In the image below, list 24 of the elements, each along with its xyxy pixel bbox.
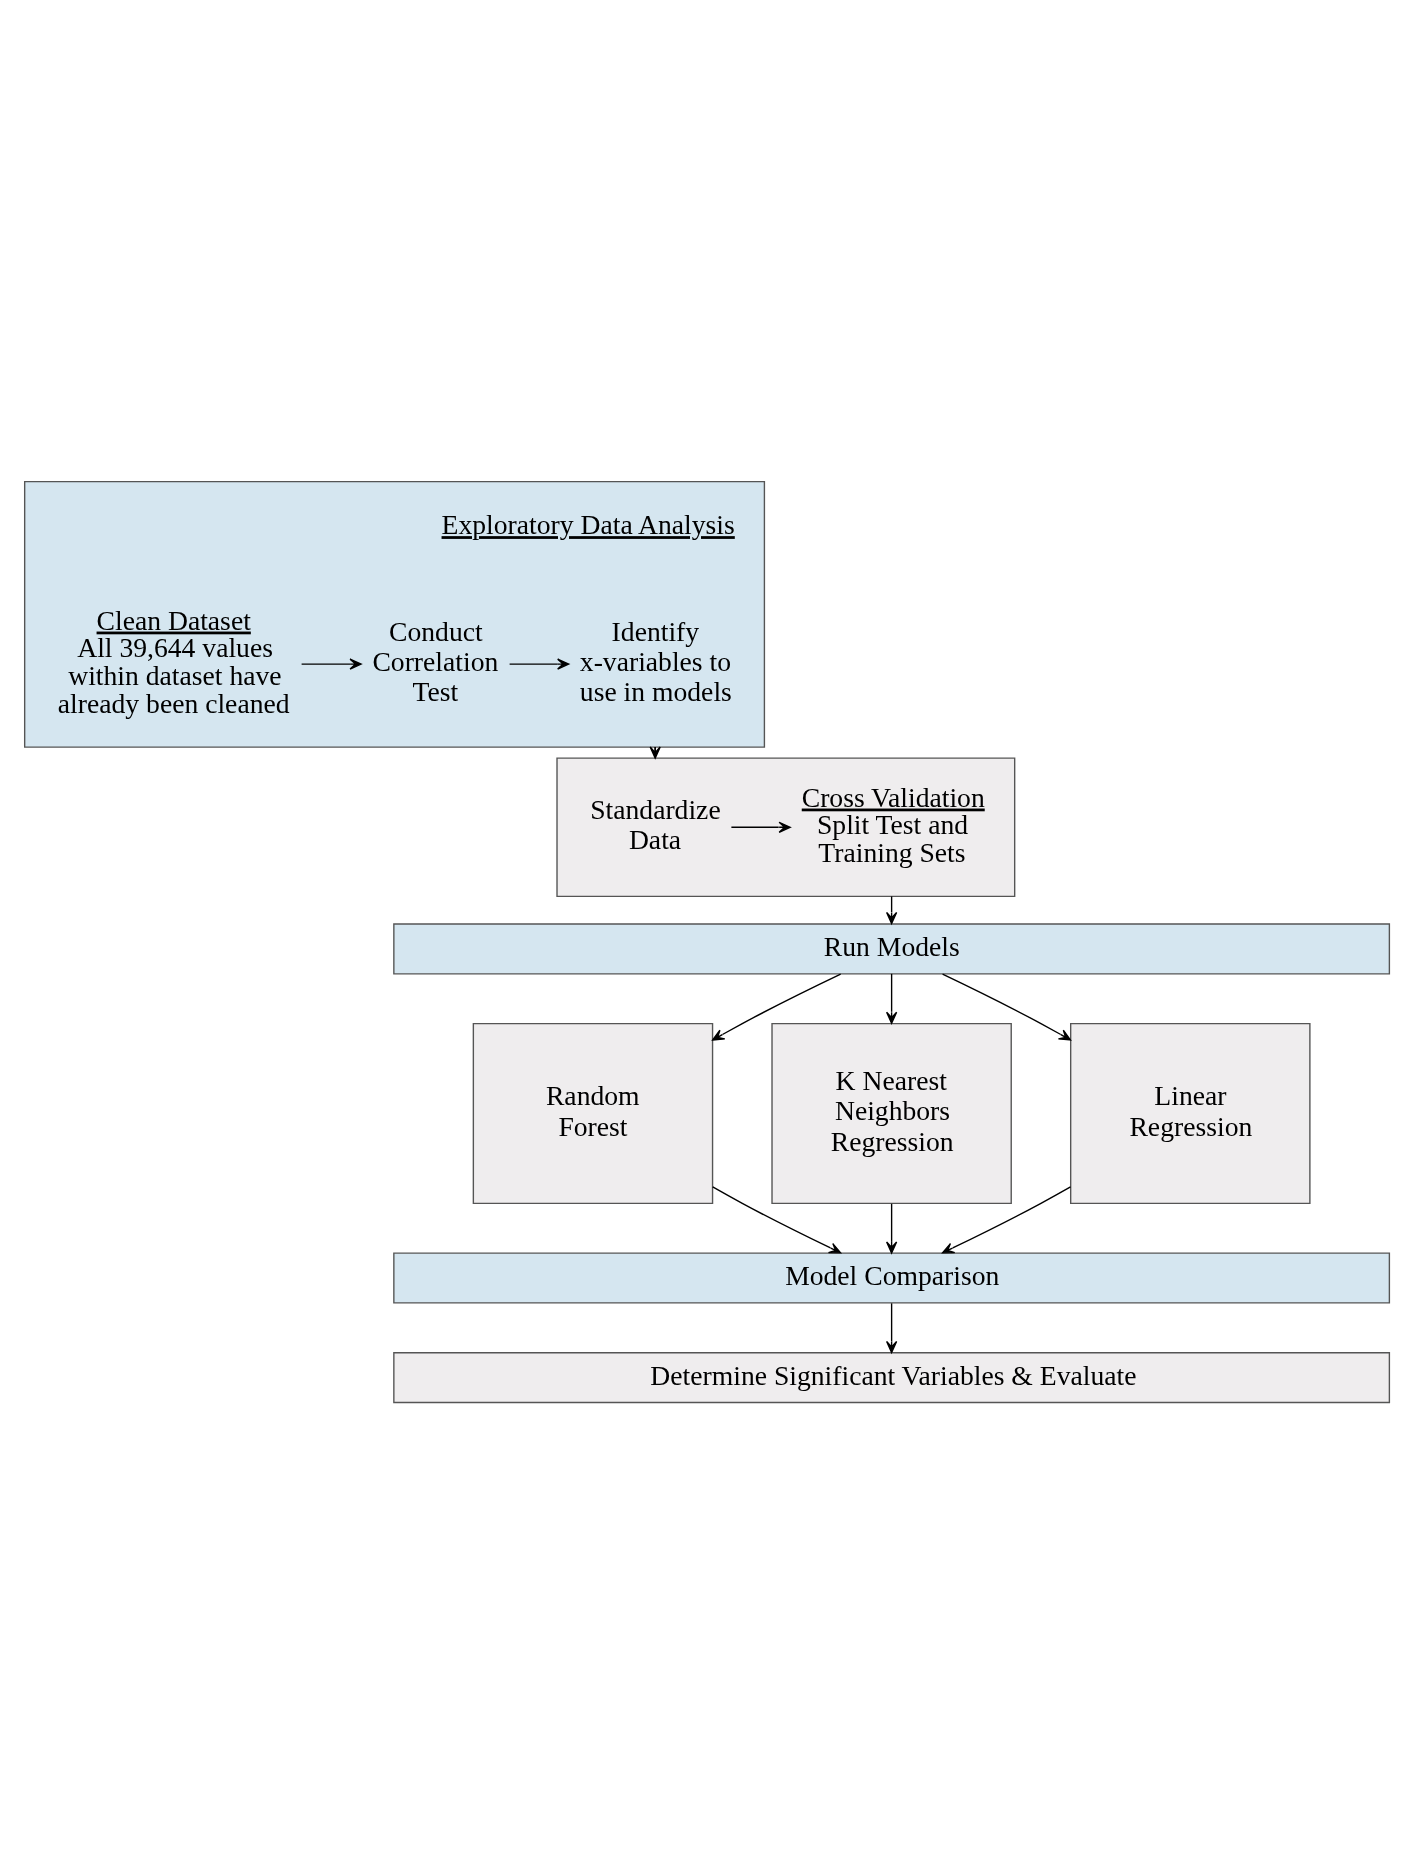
node-text: Cross Validation Split Test and Training Sets: [801, 781, 985, 868]
arrow: [730, 821, 791, 833]
arrow: [885, 972, 898, 1024]
arrow: [300, 657, 362, 670]
node-text: Clean Dataset All 39,644 values within dataset have already been cleaned: [57, 604, 290, 718]
node-text: Identify x-variables to use in models: [579, 615, 732, 707]
label: Exploratory Data Analysis: [441, 508, 735, 540]
node-box: Run Models: [393, 922, 1391, 975]
arrow: [712, 972, 842, 1041]
arrow: [941, 1185, 1072, 1254]
arrow: [885, 1202, 898, 1254]
node-box: Random Forest: [472, 1022, 714, 1204]
cluster: [556, 756, 1016, 897]
node-box: Linear Regression: [1070, 1022, 1311, 1204]
arrow: [508, 657, 570, 670]
arrow: [885, 1302, 898, 1353]
arrow: [941, 972, 1072, 1041]
cluster: [24, 480, 766, 748]
arrow: [712, 1185, 842, 1254]
node-box: Model Comparison: [393, 1251, 1391, 1304]
node-box: Determine Significant Variables & Evaluate: [393, 1351, 1391, 1403]
node-box: K Nearest Neighbors Regression: [771, 1022, 1012, 1204]
node-text: Standardize Data: [590, 793, 721, 855]
node-text: Conduct Correlation Test: [372, 615, 499, 707]
